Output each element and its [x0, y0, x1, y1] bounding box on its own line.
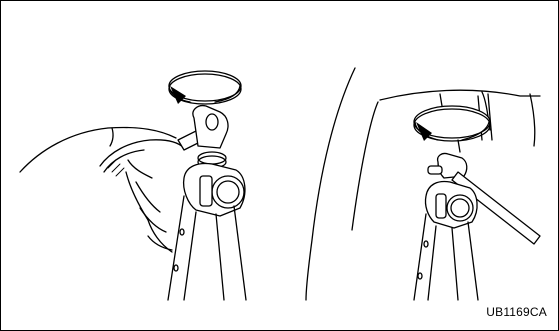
rotation-arrow-icon: [169, 71, 241, 104]
left-illustration-hand-turning-bolt: [20, 71, 246, 300]
right-illustration-wrench-turning-bolt: [306, 68, 540, 300]
figure-code: UB1169CA: [486, 305, 547, 319]
rotation-arrow-icon: [414, 106, 490, 141]
